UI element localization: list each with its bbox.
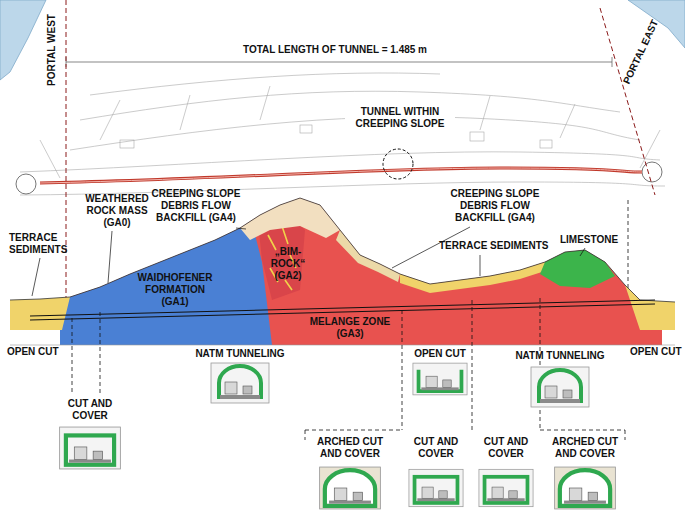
method-label: ARCHED CUT AND COVER xyxy=(545,436,625,460)
cross-section-thumbnail xyxy=(60,363,616,509)
geology-label: „BIM-ROCK“ (GA2) xyxy=(258,246,318,282)
geology-label: CREEPING SLOPE DEBRIS FLOW BACKFILL (GA4… xyxy=(150,188,242,224)
portal-label: PORTAL EAST xyxy=(619,13,664,91)
callout-label: TUNNEL WITHIN CREEPING SLOPE xyxy=(345,106,455,130)
dimension-label: TOTAL LENGTH OF TUNNEL = 1.485 m xyxy=(240,44,430,56)
geology-label: CREEPING SLOPE DEBRIS FLOW BACKFILL (GA4… xyxy=(440,188,550,224)
geology-label: WAIDHOFENER FORMATION (GA1) xyxy=(130,272,220,308)
geology-label: TERRACE SEDIMENTS xyxy=(438,240,548,252)
method-label: CUT AND COVER xyxy=(475,436,537,460)
portal-label: PORTAL WEST xyxy=(46,10,58,90)
geology-label: MELANGE ZONE (GA3) xyxy=(305,316,395,340)
geology-label: WEATHERED ROCK MASS (GA0) xyxy=(78,193,156,229)
leader-line xyxy=(32,227,585,296)
method-label: CUT AND COVER xyxy=(405,436,467,460)
portal-line xyxy=(66,0,67,340)
plan-view xyxy=(0,0,685,195)
geology-label: TERRACE SEDIMENTS xyxy=(8,232,76,256)
method-label: OPEN CUT xyxy=(410,348,470,360)
method-label: NATM TUNNELING xyxy=(505,350,615,362)
geology-label: LIMESTONE xyxy=(556,234,622,246)
method-label: OPEN CUT xyxy=(6,346,64,358)
method-label: CUT AND COVER xyxy=(62,398,118,422)
section-boundary xyxy=(72,298,625,440)
method-label: ARCHED CUT AND COVER xyxy=(310,436,390,460)
method-label: NATM TUNNELING xyxy=(185,348,295,360)
method-label: OPEN CUT xyxy=(629,346,683,358)
